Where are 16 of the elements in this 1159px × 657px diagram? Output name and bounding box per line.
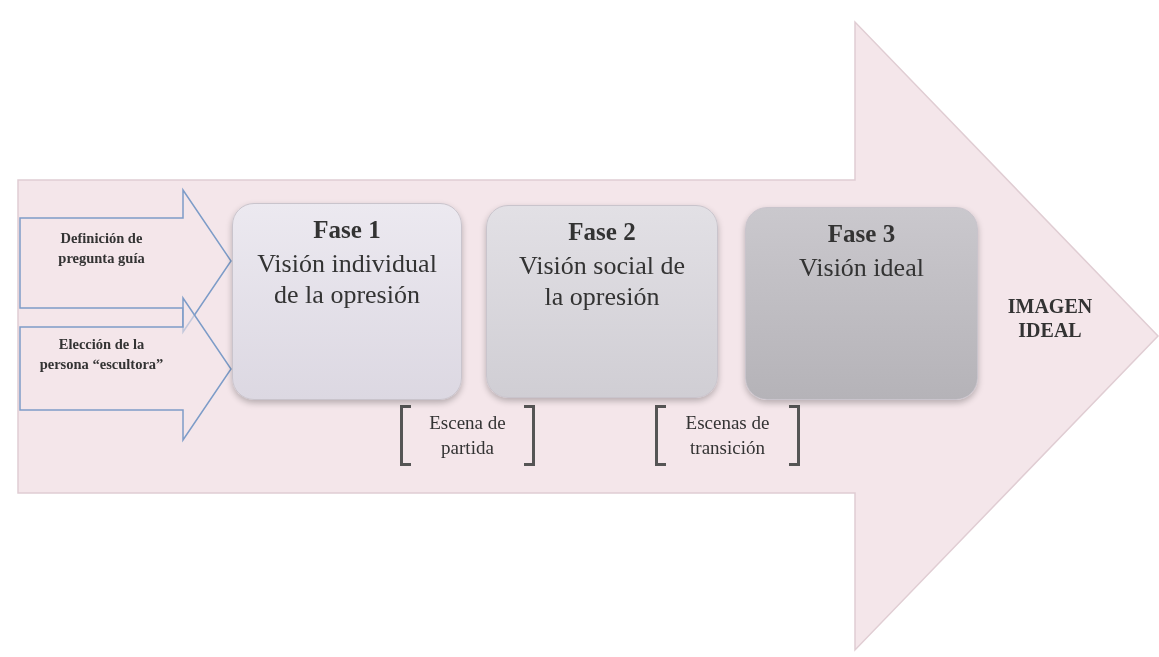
phase-box	[232, 203, 462, 400]
phase-heading: Fase 2	[568, 218, 636, 246]
phase-box	[745, 207, 978, 400]
bracketed-note: Escena de partida	[400, 405, 535, 467]
large-arrow	[18, 22, 1159, 652]
block-arrow	[19, 295, 232, 443]
phase-description: Visión individual de la opresión	[257, 248, 437, 311]
arrow-text: Definición de pregunta guía	[34, 228, 169, 269]
phase-box	[486, 205, 718, 398]
phase-heading: Fase 3	[827, 220, 896, 248]
phase-description: Visión ideal	[798, 252, 925, 284]
arrow-text: Elección de la persona “escultora”	[34, 334, 169, 375]
arrow-label: IMAGEN IDEAL	[1006, 294, 1094, 342]
phase-description: Visión social de la opresión	[518, 250, 686, 313]
phase-heading: Fase 1	[313, 216, 381, 244]
bracketed-note: Escenas de transición	[655, 405, 800, 467]
